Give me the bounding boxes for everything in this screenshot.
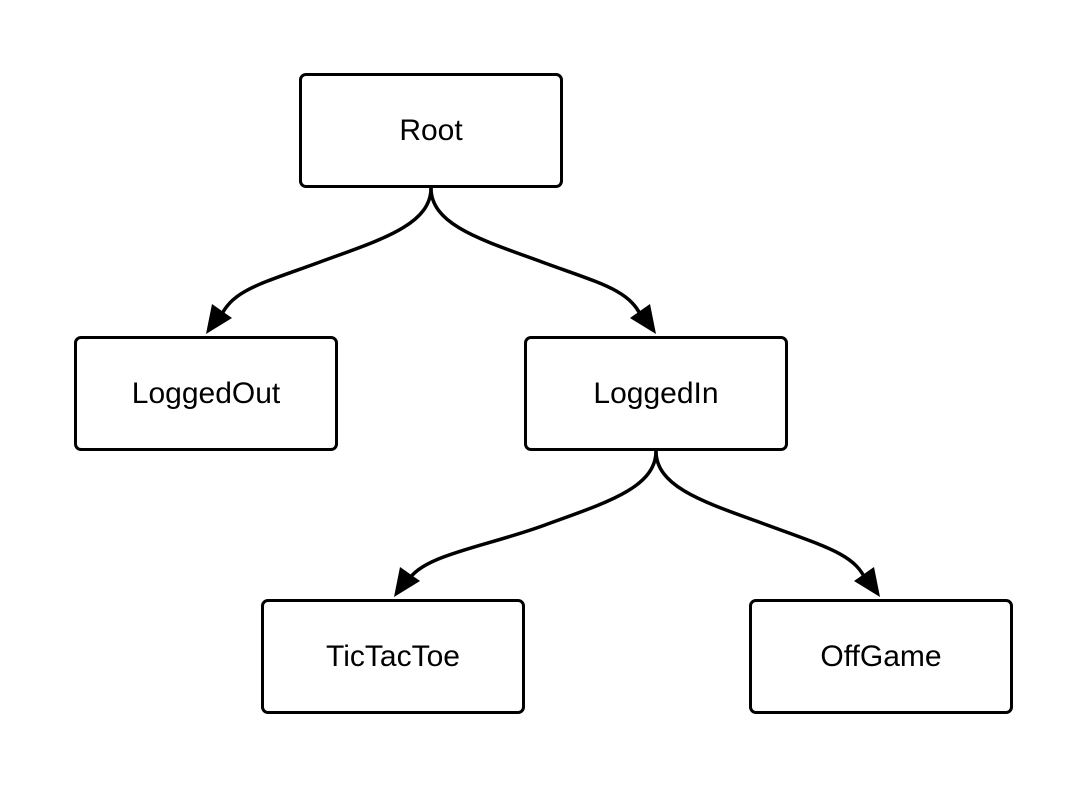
node-offgame: OffGame [749, 599, 1013, 714]
node-loggedout-label: LoggedOut [131, 376, 281, 410]
node-tictactoe-label: TicTacToe [326, 639, 460, 673]
node-tictactoe: TicTacToe [261, 599, 525, 714]
node-loggedin: LoggedIn [524, 336, 788, 451]
edge-loggedin-offgame [654, 450, 868, 582]
edge-root-loggedin [429, 187, 644, 319]
arrowhead-loggedout [206, 304, 232, 334]
arrowhead-loggedin [630, 304, 656, 334]
arrowhead-offgame [854, 567, 880, 597]
node-loggedin-label: LoggedIn [593, 376, 719, 410]
edge-root-loggedout [218, 187, 433, 319]
node-root: Root [299, 73, 563, 188]
node-loggedout: LoggedOut [74, 336, 338, 451]
node-offgame-label: OffGame [820, 639, 942, 673]
node-root-label: Root [399, 113, 463, 147]
edge-loggedin-tictactoe [406, 450, 658, 582]
arrowhead-tictactoe [394, 567, 420, 597]
